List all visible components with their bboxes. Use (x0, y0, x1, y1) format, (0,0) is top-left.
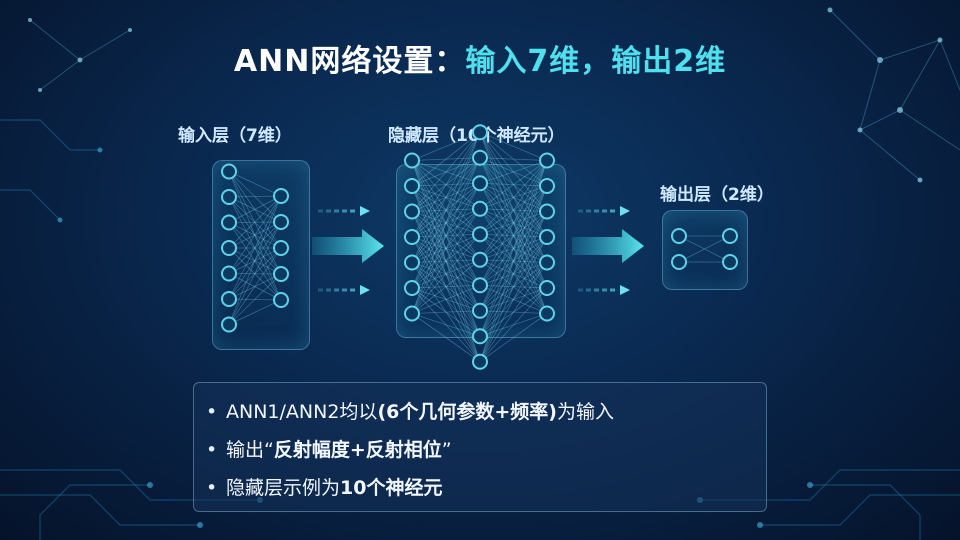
small-arrow (578, 285, 630, 295)
neuron-node (540, 179, 554, 193)
main-arrow (572, 229, 644, 263)
neuron-node (540, 154, 554, 168)
neuron-node (473, 253, 487, 267)
neuron-node (540, 256, 554, 270)
bullet-item: 输出“反射幅度+反射相位” (226, 431, 766, 469)
neuron-node (473, 304, 487, 318)
neuron-node (473, 329, 487, 343)
neuron-node (672, 255, 686, 269)
neuron-node (405, 179, 419, 193)
small-arrow (318, 206, 370, 216)
neuron-node (473, 151, 487, 165)
neuron-node (405, 307, 419, 321)
bullet-item: 隐藏层示例为10个神经元 (226, 469, 766, 507)
connection-line (480, 161, 547, 362)
bullet-text: ” (442, 439, 452, 461)
bullet-text: 输出“ (226, 439, 274, 461)
neuron-node (540, 205, 554, 219)
neuron-node (274, 267, 288, 281)
bullet-highlight: 10个神经元 (340, 477, 442, 499)
neuron-node (222, 190, 236, 204)
neuron-node (473, 176, 487, 190)
neuron-node (405, 281, 419, 295)
neuron-node (405, 256, 419, 270)
connection-line (480, 161, 547, 260)
connection-line (412, 209, 480, 314)
neuron-node (222, 165, 236, 179)
neuron-node (274, 293, 288, 307)
connection-line (480, 263, 547, 362)
neuron-node (473, 227, 487, 241)
notes-panel: ANN1/ANN2均以(6个几何参数+频率)为输入 输出“反射幅度+反射相位” … (193, 382, 767, 512)
connection-line (412, 132, 480, 237)
bullet-highlight: 反射幅度+反射相位 (274, 439, 442, 461)
neuron-node (222, 241, 236, 255)
small-arrow (578, 206, 630, 216)
neuron-node (274, 215, 288, 229)
neuron-node (405, 230, 419, 244)
neuron-node (540, 307, 554, 321)
connection-line (229, 196, 281, 325)
connection-line (229, 300, 281, 325)
connection-line (480, 161, 547, 311)
bullet-text: 为输入 (557, 401, 614, 423)
bullet-item: ANN1/ANN2均以(6个几何参数+频率)为输入 (226, 393, 766, 431)
neuron-node (473, 202, 487, 216)
neuron-node (540, 230, 554, 244)
bullet-highlight: (6个几何参数+频率) (377, 401, 557, 423)
neuron-node (222, 267, 236, 281)
small-arrow (318, 285, 370, 295)
neuron-node (473, 278, 487, 292)
connection-line (229, 172, 281, 197)
neuron-node (274, 189, 288, 203)
neuron-node (222, 318, 236, 332)
connection-line (412, 132, 480, 288)
neuron-node (473, 355, 487, 369)
connection-line (412, 158, 480, 314)
neuron-node (723, 255, 737, 269)
bullet-text: ANN1/ANN2均以 (226, 401, 377, 423)
neuron-node (405, 205, 419, 219)
neuron-node (540, 281, 554, 295)
neuron-node (222, 216, 236, 230)
neuron-node (222, 292, 236, 306)
neuron-node (672, 229, 686, 243)
neuron-node (274, 241, 288, 255)
neuron-node (473, 125, 487, 139)
neuron-node (405, 154, 419, 168)
neuron-node (723, 229, 737, 243)
bullet-text: 隐藏层示例为 (226, 477, 340, 499)
main-arrow (312, 229, 384, 263)
